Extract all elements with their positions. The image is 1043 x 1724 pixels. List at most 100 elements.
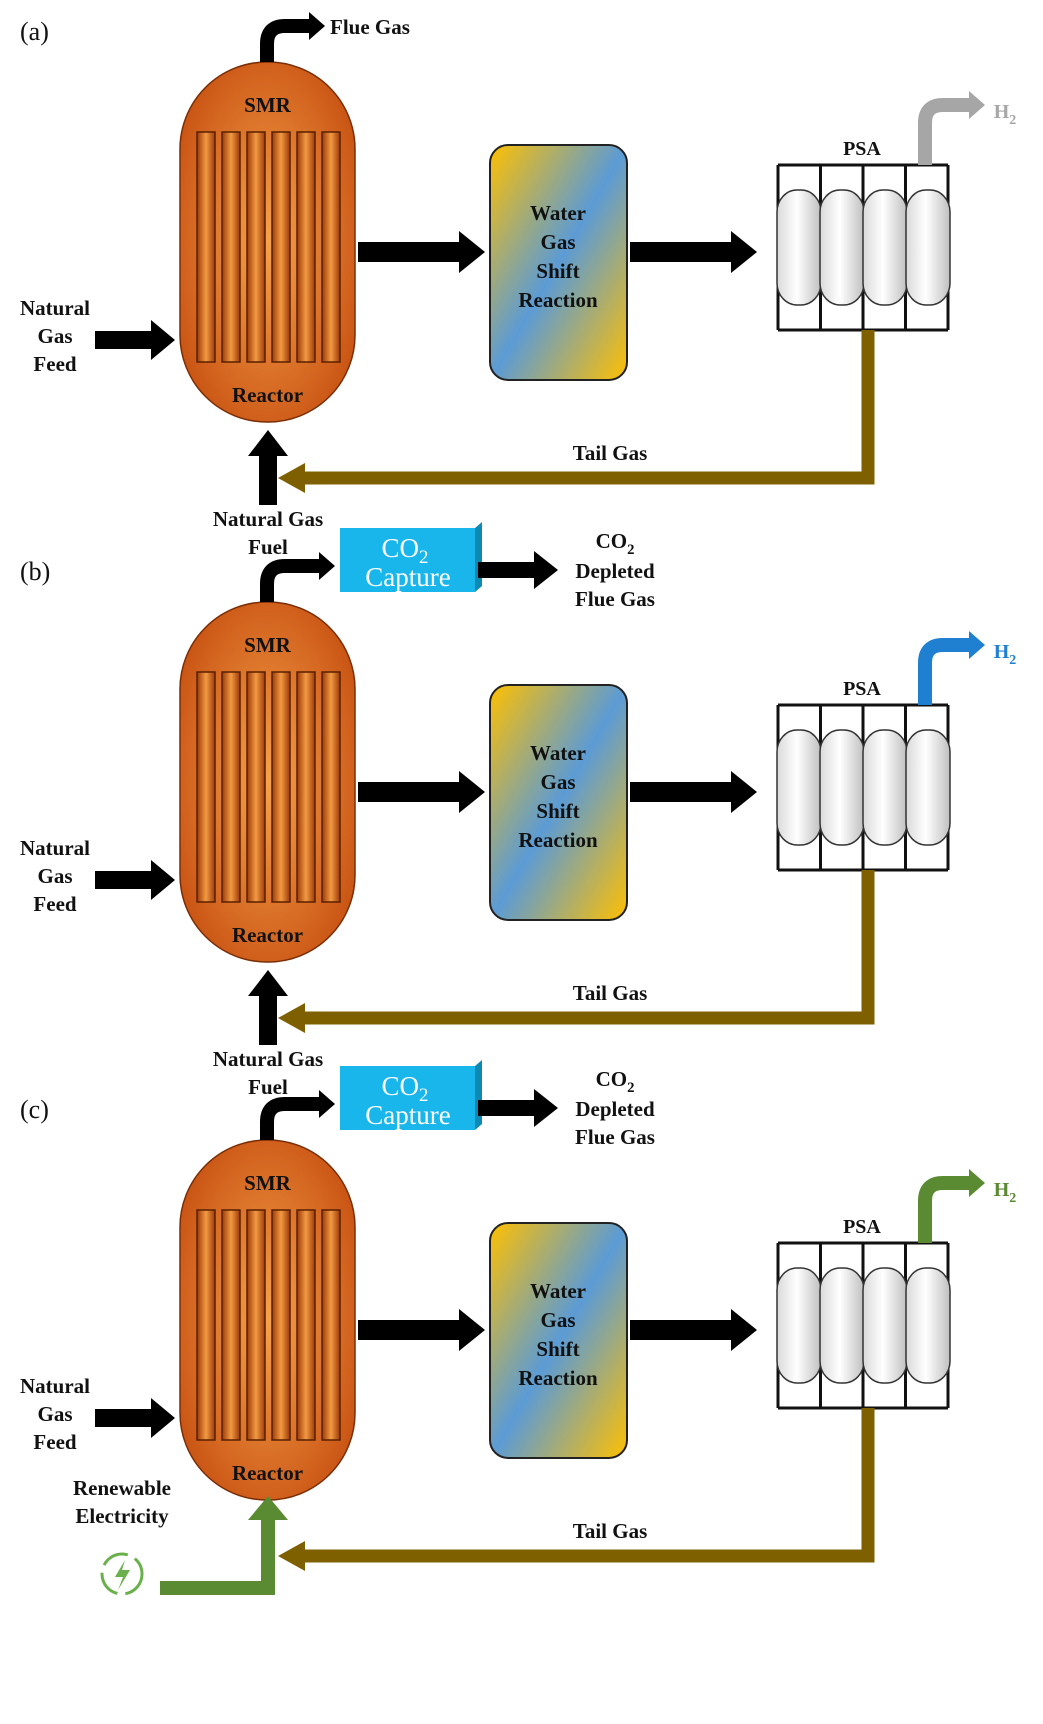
feed-label-line: Feed [33,352,76,376]
wgs-label-line: Gas [540,1308,575,1332]
fuel-label-line: Fuel [248,1075,288,1099]
capture-box [340,528,475,592]
renewable-arrowhead [248,1496,288,1520]
reactor-tube [321,1209,341,1441]
feed-label-line: Natural [20,836,90,860]
psa-bed [776,1267,822,1384]
reactor-tube [321,671,341,903]
capture-co2-text: CO2 [382,1071,429,1106]
reactor-label: Reactor [232,923,303,947]
h2-product-arrow [918,631,985,705]
smr-label: SMR [244,1171,292,1195]
psa-bed [819,189,865,306]
smr-label: SMR [244,93,292,117]
wgs-label-line: Shift [536,1337,579,1361]
feed-arrow [95,320,175,360]
renewable-pipe [160,1518,275,1595]
psa-bed [905,729,951,846]
wgs-box [489,144,628,381]
reactor-label: Reactor [232,383,303,407]
reactor-tube [246,131,266,363]
capture-box [340,1066,475,1130]
tail-gas-arrowhead [278,463,305,493]
panel-label: (c) [20,1095,49,1124]
fuel-arrow [248,970,288,1045]
feed-label-line: Gas [37,864,72,888]
flue-to-capture-arrow [260,552,335,602]
wgs-label-line: Reaction [518,828,598,852]
psa-bed [862,189,908,306]
feed-label-line: Gas [37,324,72,348]
tail-gas-pipe [300,330,875,485]
reactor-tube [271,1209,291,1441]
capture-co2-text: CO2 [382,533,429,568]
psa-bed [862,1267,908,1384]
wgs-label-line: Shift [536,259,579,283]
psa-bed [819,1267,865,1384]
feed-label-line: Gas [37,1402,72,1426]
feed-label-line: Natural [20,296,90,320]
flue-to-capture-arrow [260,1090,335,1140]
h2-label: H2 [994,101,1017,128]
tail-gas-line [278,330,875,493]
smr-to-wgs-arrow [358,231,485,273]
reactor-tube [321,131,341,363]
wgs-label-line: Gas [540,230,575,254]
smr-label: SMR [244,633,292,657]
h2-label: H2 [994,641,1017,668]
depleted-label-line: Depleted [575,559,655,583]
tail-gas-label: Tail Gas [573,441,648,465]
psa-bed [819,729,865,846]
tail-gas-line [278,870,875,1033]
reactor-tube [221,1209,241,1441]
tail-gas-arrowhead [278,1541,305,1571]
wgs-label-line: Water [530,741,586,765]
smr-reactor: SMR Reactor [179,601,356,963]
capture-out-arrow [478,1089,558,1127]
wgs-label-line: Water [530,201,586,225]
psa-bed [862,729,908,846]
reactor-tube [221,671,241,903]
psa-bed [905,189,951,306]
smr-to-wgs-arrow [358,771,485,813]
psa-label: PSA [843,138,881,160]
wgs-label-line: Gas [540,770,575,794]
renewable-supply [100,1496,288,1596]
depleted-co2-label: CO2 [596,1067,635,1096]
panel-label: (a) [20,17,49,46]
tail-gas-pipe [300,1408,875,1563]
psa-unit: PSA [776,678,951,872]
wgs-to-psa-arrow [630,771,757,813]
feed-arrow [95,1398,175,1438]
depleted-co2-label: CO2 [596,529,635,558]
reactor-tube [271,671,291,903]
fuel-label-line: Renewable [73,1476,171,1500]
fuel-arrow [248,430,288,505]
reactor-tube [196,1209,216,1441]
h2-product-arrow [918,1169,985,1243]
flue-gas-arrow [260,12,325,62]
wgs-to-psa-arrow [630,231,757,273]
wgs-box [489,684,628,921]
panel-c: (c)SMRReactorNaturalGasFeedWaterGasShift… [20,1060,1016,1596]
reactor-tube [296,671,316,903]
reactor-tube [196,671,216,903]
smr-reactor: SMR Reactor [179,61,356,423]
panel-a: (a)SMRReactorNaturalGasFeedWaterGasShift… [20,12,1016,559]
reactor-tube [246,671,266,903]
reactor-tube [221,131,241,363]
wgs-box [489,1222,628,1459]
reactor-tube [296,131,316,363]
fuel-label-line: Natural Gas [213,1047,323,1071]
feed-arrow [95,860,175,900]
panel-label: (b) [20,557,50,586]
wgs-label-line: Shift [536,799,579,823]
reactor-tube [271,131,291,363]
reactor-tube [196,131,216,363]
psa-bed [776,729,822,846]
tail-gas-arrowhead [278,1003,305,1033]
